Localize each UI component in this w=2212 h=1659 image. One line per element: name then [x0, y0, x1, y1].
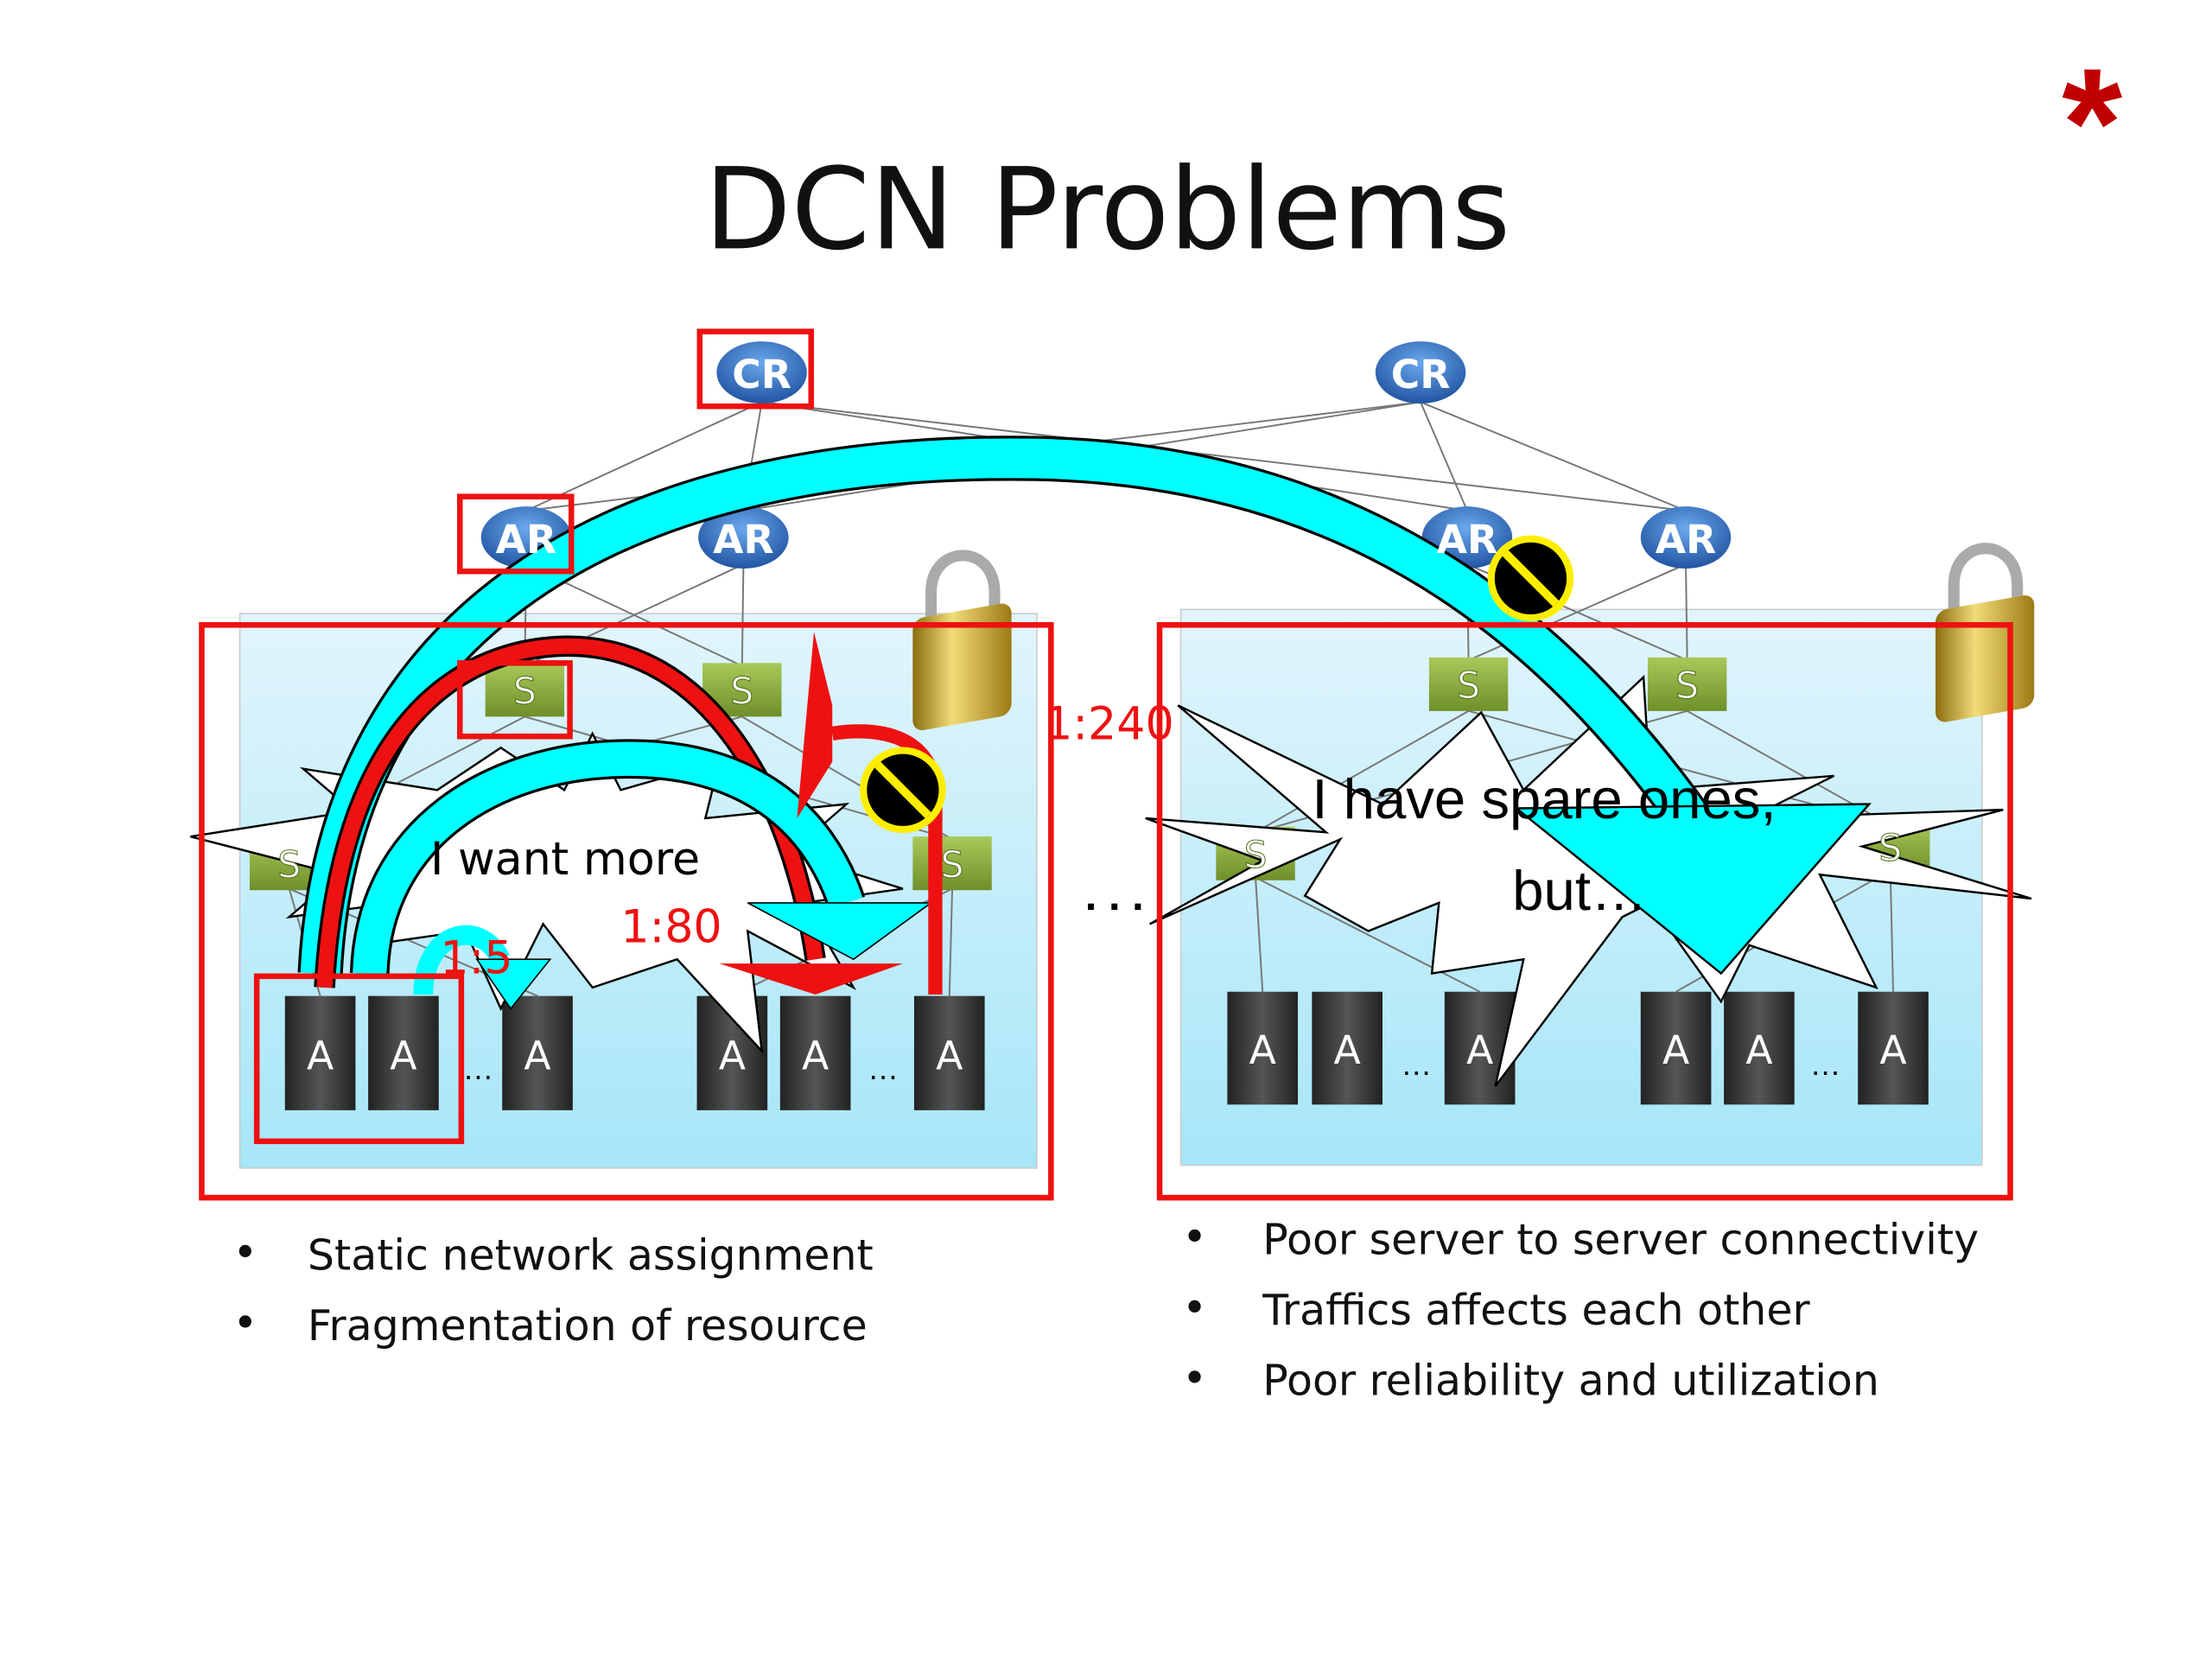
svg-text:•: • [232, 1228, 257, 1277]
server: A [502, 995, 573, 1110]
svg-text:A: A [1334, 1027, 1361, 1073]
access-router-1-label: AR [496, 517, 557, 563]
router-shapes [480, 341, 1732, 569]
server: A [1858, 991, 1929, 1105]
left-bullets: • Static network assignment • Fragmentatio… [232, 1228, 873, 1351]
svg-text:•: • [1182, 1353, 1207, 1402]
svg-text:A: A [524, 1033, 550, 1079]
server: A [1640, 991, 1712, 1105]
switch [912, 836, 992, 891]
server: A [284, 995, 356, 1110]
access-router-3-label: AR [1437, 517, 1498, 563]
lock-icon [912, 550, 1012, 731]
svg-text:•: • [1182, 1212, 1207, 1262]
svg-text:A: A [936, 1033, 963, 1079]
svg-text:A: A [719, 1033, 746, 1079]
slide-title: DCN Problems [704, 143, 1510, 275]
right-callout-text-1: I have spare ones, [1312, 767, 1776, 830]
svg-text:A: A [1466, 1027, 1493, 1073]
switch [1428, 657, 1509, 711]
server: A [1312, 991, 1382, 1105]
server-ellipsis: … [1810, 1046, 1841, 1082]
ratio-core: 1:240 [1044, 699, 1174, 751]
right-callout-text-2: but… [1512, 859, 1647, 922]
pod-separator: . . . [1085, 873, 1144, 919]
server: A [368, 995, 439, 1110]
switch-label: S [513, 671, 537, 714]
bullet-item: Poor server to server connectivity [1262, 1215, 1979, 1264]
cyan-arrowhead [1513, 803, 1872, 976]
asterisk-icon: * [2062, 36, 2122, 210]
access-router-4-label: AR [1656, 517, 1717, 563]
switch-label: S [1457, 665, 1480, 708]
highlight-boxes [199, 328, 2013, 1201]
access-router-2-label: AR [713, 517, 774, 563]
switch [1647, 657, 1727, 711]
server-ellipsis: … [868, 1051, 899, 1086]
svg-text:A: A [1745, 1027, 1772, 1073]
switch-labels: S S S S S S S S [277, 665, 1903, 887]
switch-label: S [1675, 665, 1699, 708]
right-bullets: • Poor server to server connectivity • Tra… [1182, 1212, 1979, 1406]
access-router-4 [1640, 506, 1732, 569]
server: A [1227, 991, 1299, 1105]
switch-label: S [730, 671, 753, 714]
bullet-item: Fragmentation of resource [308, 1301, 868, 1351]
switch-label: S [277, 845, 301, 887]
core-router-2-label: CR [1391, 352, 1451, 397]
red-arrowhead [719, 963, 903, 995]
svg-text:A: A [1249, 1027, 1276, 1073]
bullet-item: Static network assignment [308, 1230, 874, 1280]
svg-text:•: • [232, 1299, 257, 1348]
no-entry-icon [1487, 535, 1574, 622]
core-router-2 [1375, 341, 1466, 404]
svg-text:A: A [307, 1033, 334, 1079]
switch-label: S [1878, 828, 1902, 870]
servers: A A A A A A A A A A A A … … … … [284, 991, 1929, 1110]
access-router-2 [698, 506, 789, 569]
left-callout-text: I want more [430, 834, 700, 886]
svg-text:•: • [1182, 1283, 1207, 1332]
ratio-rack: 1:5 [440, 933, 512, 985]
bullet-item: Traffics affects each other [1262, 1286, 1810, 1335]
switch-label: S [941, 845, 964, 887]
bullet-item: Poor reliability and utilization [1262, 1357, 1879, 1406]
svg-text:A: A [390, 1033, 416, 1079]
no-entry-icon [860, 747, 946, 834]
switch-label: S [1244, 835, 1268, 877]
ratio-aggregation: 1:80 [620, 902, 721, 954]
switch [485, 663, 565, 717]
router-labels: CR CR AR AR AR AR [496, 352, 1717, 563]
core-router-1-label: CR [732, 352, 791, 397]
svg-text:A: A [1662, 1027, 1689, 1073]
server: A [779, 995, 851, 1110]
server: A [913, 995, 985, 1110]
server-ellipsis: … [463, 1051, 494, 1086]
svg-text:A: A [1879, 1027, 1906, 1073]
server: A [1724, 991, 1795, 1105]
lock-icon [1936, 543, 2035, 722]
server-ellipsis: … [1401, 1046, 1432, 1082]
svg-text:A: A [802, 1033, 829, 1079]
core-router-1 [716, 341, 807, 404]
